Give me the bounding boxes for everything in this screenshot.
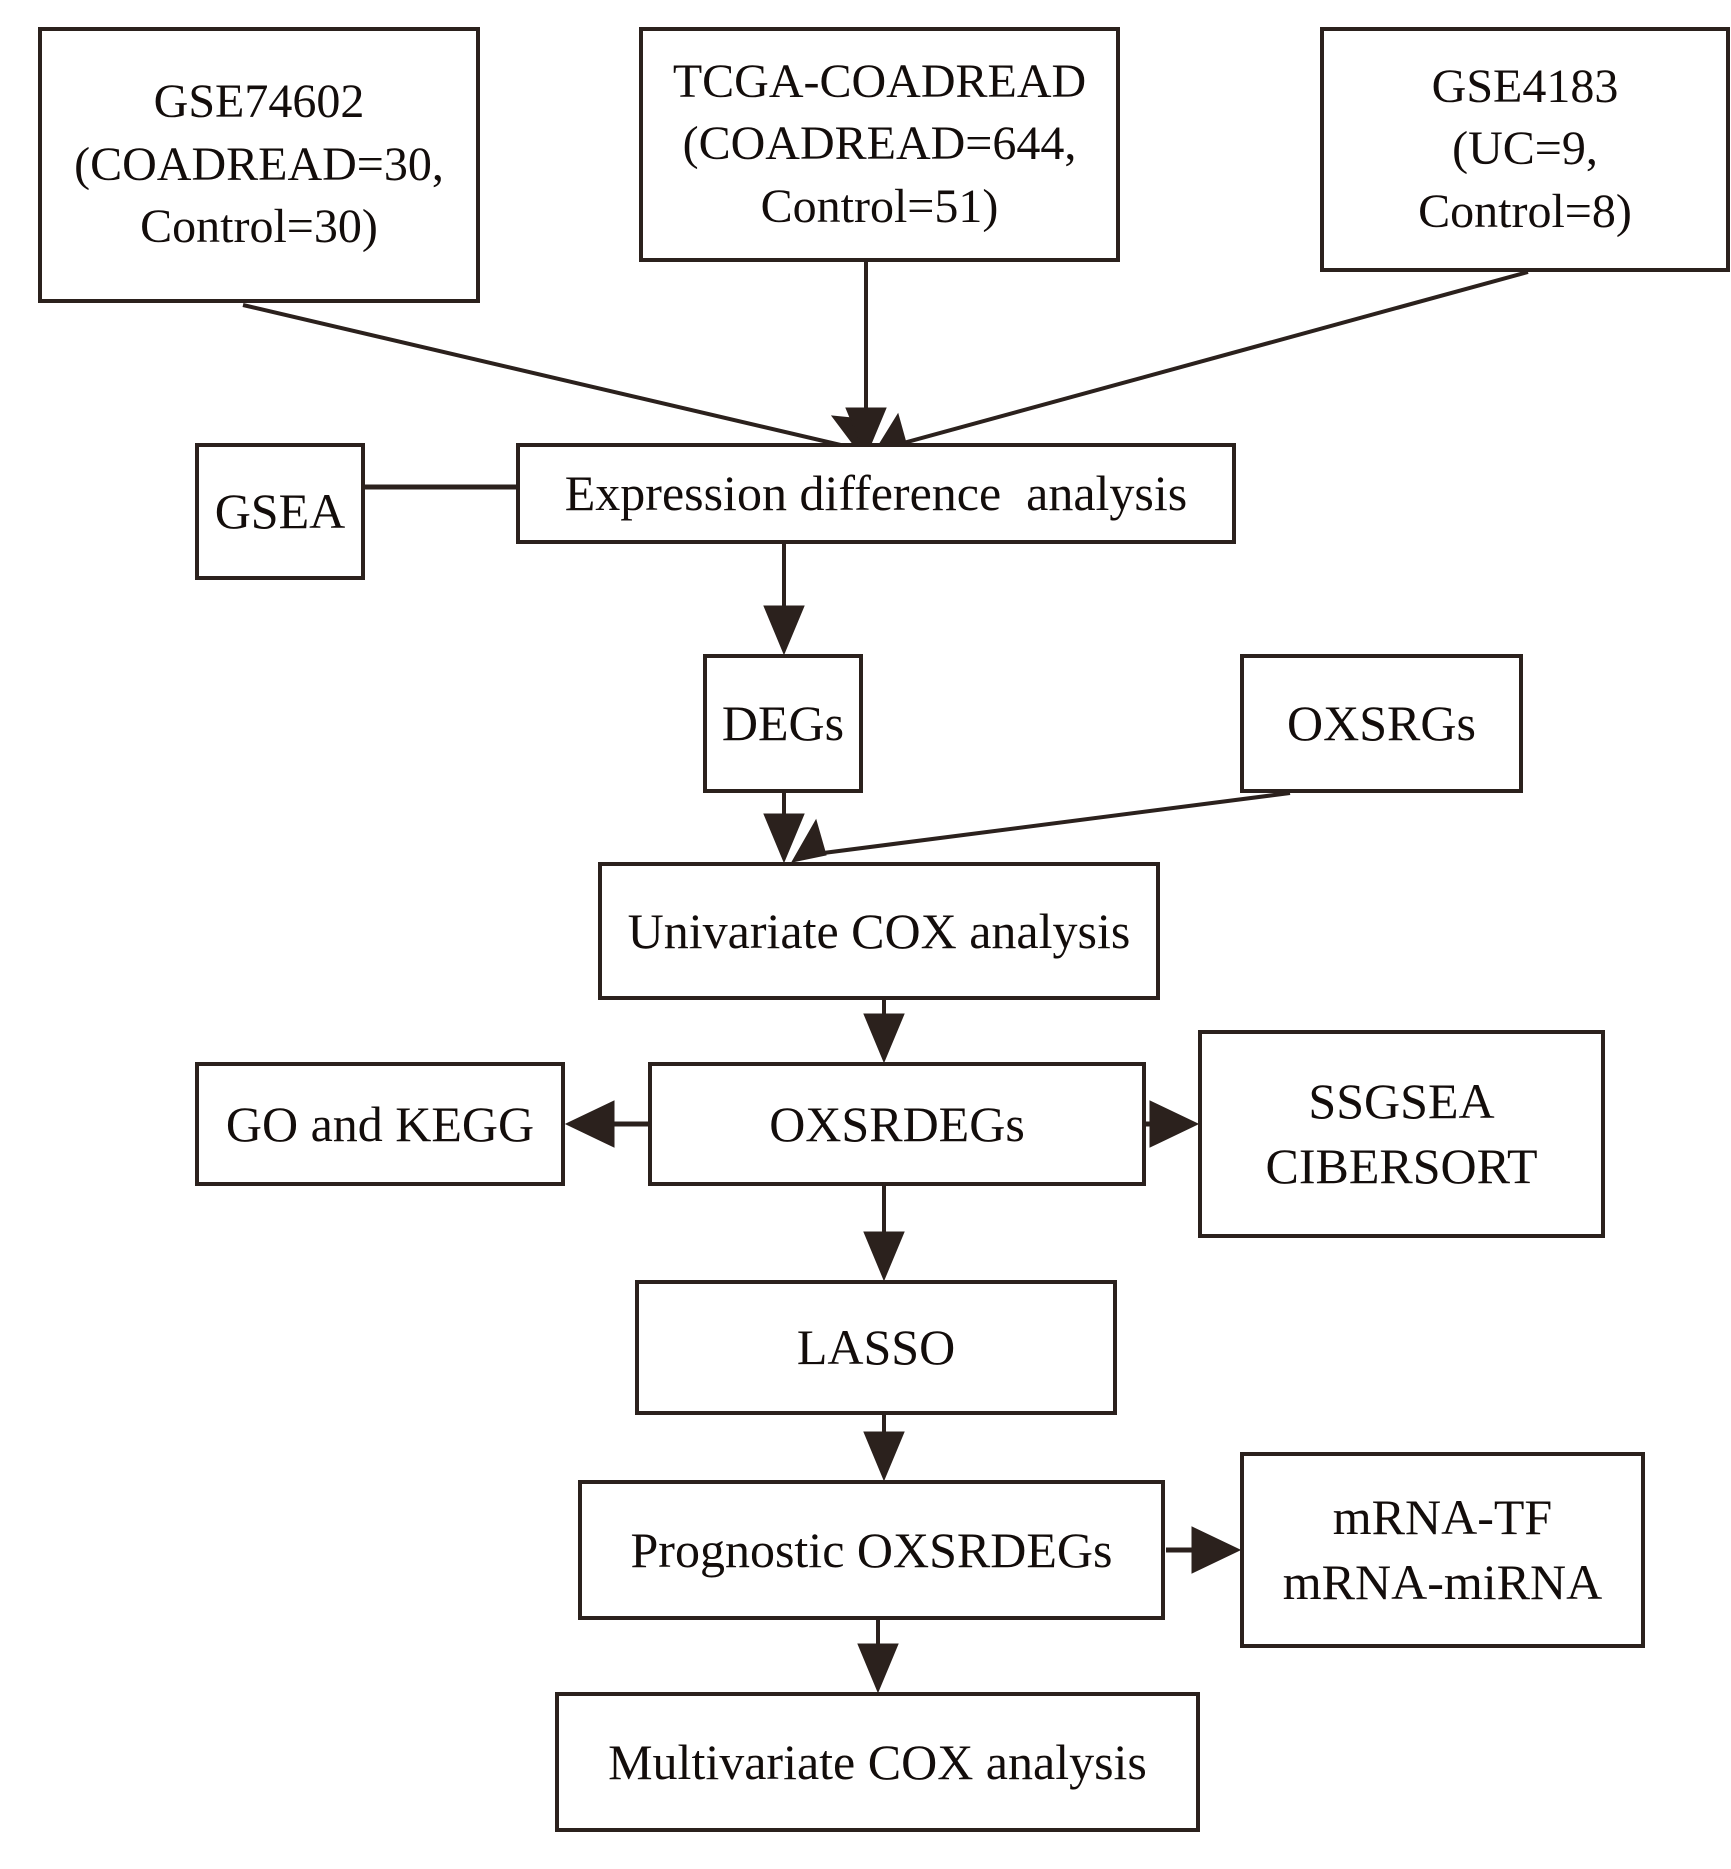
expression-difference-label: Expression difference analysis	[564, 465, 1188, 521]
gse4183-line-3: Control=8)	[1418, 184, 1632, 238]
mrna-network-box[interactable]: mRNA-TF mRNA-miRNA	[1240, 1452, 1645, 1648]
gse4183-dataset-box[interactable]: GSE4183 (UC=9, Control=8)	[1320, 27, 1730, 272]
edge-univariate-cox-to-oxsrdegs	[863, 1000, 905, 1064]
gsea-box[interactable]: GSEA	[195, 443, 365, 580]
univariate-cox-label: Univariate COX analysis	[627, 902, 1131, 959]
gse4183-line-2: (UC=9,	[1452, 122, 1598, 176]
edge-gse74602-to-expression-difference	[242, 303, 873, 458]
edge-oxsrgs-to-univariate-cox	[791, 791, 1291, 863]
univariate-cox-analysis-box[interactable]: Univariate COX analysis	[598, 862, 1160, 1000]
cibersort-label: CIBERSORT	[1265, 1138, 1538, 1194]
edge-oxsrdegs-to-lasso	[863, 1186, 905, 1282]
multivariate-cox-label: Multivariate COX analysis	[608, 1733, 1147, 1790]
edge-gse4183-to-expression-difference	[870, 270, 1529, 457]
ssgsea-cibersort-box[interactable]: SSGSEA CIBERSORT	[1198, 1030, 1605, 1238]
mrna-mirna-label: mRNA-miRNA	[1282, 1554, 1603, 1610]
gsea-label: GSEA	[214, 483, 346, 539]
edge-lasso-to-prognostic-oxsrdegs	[863, 1415, 905, 1482]
oxsrgs-label: OXSRGs	[1287, 695, 1476, 751]
tcga-line-3: Control=51)	[760, 179, 999, 233]
mrna-tf-label: mRNA-TF	[1332, 1489, 1553, 1545]
prognostic-oxsrdegs-box[interactable]: Prognostic OXSRDEGs	[578, 1480, 1165, 1620]
oxsrdegs-label: OXSRDEGs	[769, 1095, 1025, 1152]
lasso-box[interactable]: LASSO	[635, 1280, 1117, 1415]
gse4183-line-1: GSE4183	[1431, 59, 1619, 113]
edge-expression-difference-to-degs	[763, 544, 805, 656]
edge-tcga-to-expression-difference	[845, 262, 887, 458]
gse74602-line-3: Control=30)	[140, 200, 378, 254]
edge-oxsrdegs-to-go-kegg	[564, 1100, 648, 1148]
tcga-coadread-dataset-box[interactable]: TCGA-COADREAD (COADREAD=644, Control=51)	[639, 27, 1120, 262]
tcga-line-2: (COADREAD=644,	[682, 117, 1077, 171]
go-and-kegg-box[interactable]: GO and KEGG	[195, 1062, 565, 1186]
gse74602-line-1: GSE74602	[153, 75, 365, 129]
oxsrgs-box[interactable]: OXSRGs	[1240, 654, 1523, 793]
edge-degs-to-univariate-cox	[763, 793, 805, 864]
gse74602-line-2: (COADREAD=30,	[74, 137, 444, 191]
edge-oxsrdegs-to-ssgsea-cibersort	[1146, 1100, 1200, 1148]
expression-difference-analysis-box[interactable]: Expression difference analysis	[516, 443, 1236, 544]
edge-prognostic-oxsrdegs-to-multivariate-cox	[857, 1620, 899, 1694]
ssgsea-label: SSGSEA	[1308, 1073, 1495, 1129]
multivariate-cox-analysis-box[interactable]: Multivariate COX analysis	[555, 1692, 1200, 1832]
prognostic-oxsrdegs-label: Prognostic OXSRDEGs	[630, 1521, 1113, 1578]
tcga-line-1: TCGA-COADREAD	[672, 54, 1087, 108]
oxsrdegs-box[interactable]: OXSRDEGs	[648, 1062, 1146, 1186]
lasso-label: LASSO	[796, 1319, 956, 1375]
go-and-kegg-label: GO and KEGG	[225, 1095, 535, 1152]
edge-prognostic-oxsrdegs-to-mrna-networks	[1166, 1526, 1242, 1574]
degs-label: DEGs	[721, 695, 845, 751]
degs-box[interactable]: DEGs	[703, 654, 863, 793]
gse74602-dataset-box[interactable]: GSE74602 (COADREAD=30, Control=30)	[38, 27, 480, 303]
